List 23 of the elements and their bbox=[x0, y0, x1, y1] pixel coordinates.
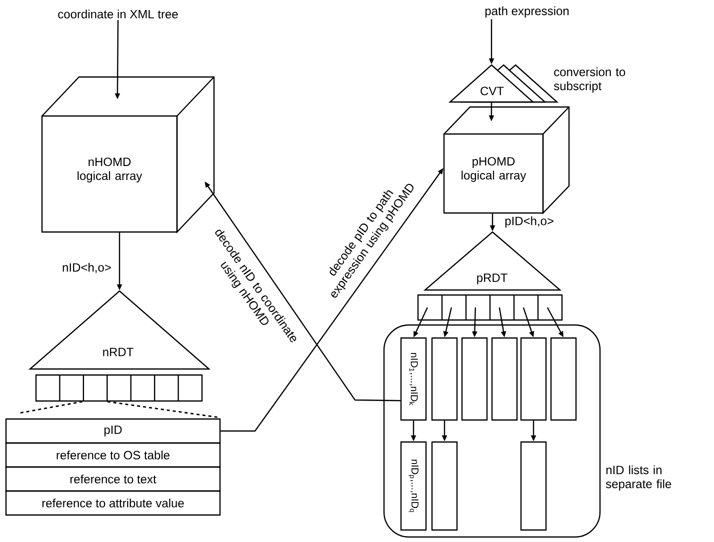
list-box: nID$_{1}$,...,nID$_{k}$ bbox=[400, 337, 427, 421]
list-box bbox=[431, 441, 458, 531]
cube: pHOMD logical array bbox=[443, 106, 570, 214]
cell-array bbox=[417, 294, 563, 321]
cube: nHOMD logical array bbox=[41, 76, 215, 234]
list-box bbox=[520, 441, 547, 531]
input-label: coordinate in XML tree bbox=[58, 10, 178, 18]
list-box bbox=[520, 337, 547, 421]
cell-array bbox=[35, 374, 203, 402]
table-row: reference to OS table bbox=[5, 442, 221, 468]
table-row: reference to text bbox=[5, 466, 221, 492]
side-caption: conversion to subscript bbox=[554, 67, 626, 93]
list-box: nID$_{p}$,...,nID$_{q}$ bbox=[400, 441, 427, 531]
input-label: path expression bbox=[485, 6, 569, 18]
side-caption: nID lists in separate file bbox=[606, 465, 672, 491]
list-box bbox=[491, 337, 518, 421]
edge-label: nID<h,o> bbox=[60, 260, 114, 276]
list-box bbox=[550, 337, 577, 421]
table-row: pID bbox=[5, 418, 221, 444]
edge-label: pID<h,o> bbox=[502, 214, 556, 230]
list-box bbox=[431, 337, 458, 421]
list-box bbox=[461, 337, 488, 421]
table-row: reference to attribute value bbox=[5, 490, 221, 516]
